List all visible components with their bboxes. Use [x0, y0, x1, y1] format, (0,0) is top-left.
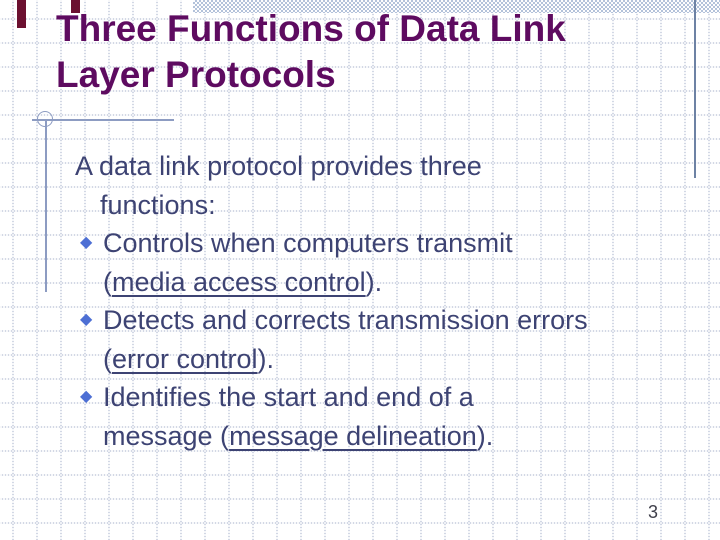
bullet-line2-post: ). — [365, 266, 383, 297]
bullet-line2-post: ). — [257, 343, 275, 374]
bullet-line-1: Identifies the start and end of a — [103, 382, 474, 412]
bullet-line-1: Detects and corrects transmission errors — [103, 305, 588, 335]
bullet-line-2: (error control). — [103, 340, 700, 379]
bullet-line-1: Controls when computers transmit — [103, 228, 513, 258]
bullet-item: ◆ Identifies the start and end of a mess… — [75, 378, 700, 455]
bullet-underlined-term: error control — [112, 343, 258, 374]
slide-title-line-2: Layer Protocols — [56, 54, 336, 95]
top-accent-band — [193, 0, 720, 13]
bullet-text: Detects and corrects transmission errors… — [103, 301, 700, 378]
bullet-line2-pre: message ( — [103, 420, 230, 451]
ruler-tick-icon — [17, 0, 26, 28]
ruler-tick-icon — [71, 0, 80, 13]
bullet-text: Controls when computers transmit (media … — [103, 224, 700, 301]
slide-body: A data link protocol provides three func… — [75, 147, 700, 455]
bullet-line-2: (media access control). — [103, 263, 700, 302]
slide-title-line-1: Three Functions of Data Link — [56, 8, 566, 49]
slide-title: Three Functions of Data Link Layer Proto… — [56, 6, 566, 98]
intro-line-1: A data link protocol provides three — [75, 151, 482, 181]
bullet-line-2: message (message delineation). — [103, 417, 700, 456]
bullet-line2-pre: ( — [103, 343, 112, 374]
diamond-bullet-icon: ◆ — [80, 388, 93, 405]
bullet-underlined-term: media access control — [112, 266, 366, 297]
bullet-item: ◆ Controls when computers transmit (medi… — [75, 224, 700, 301]
left-accent-line — [45, 120, 47, 292]
intro-line-2: functions: — [100, 189, 216, 220]
intro-paragraph: A data link protocol provides three func… — [75, 147, 700, 224]
diamond-bullet-icon: ◆ — [80, 234, 93, 251]
diamond-bullet-icon: ◆ — [80, 311, 93, 328]
bullet-line2-post: ). — [476, 420, 494, 451]
bullet-underlined-term: message delineation — [229, 420, 477, 451]
bullet-line2-pre: ( — [103, 266, 112, 297]
bullet-text: Identifies the start and end of a messag… — [103, 378, 700, 455]
page-number: 3 — [648, 502, 659, 522]
bullet-item: ◆ Detects and corrects transmission erro… — [75, 301, 700, 378]
right-accent-line — [694, 0, 696, 178]
title-underline-ornament — [32, 119, 174, 121]
